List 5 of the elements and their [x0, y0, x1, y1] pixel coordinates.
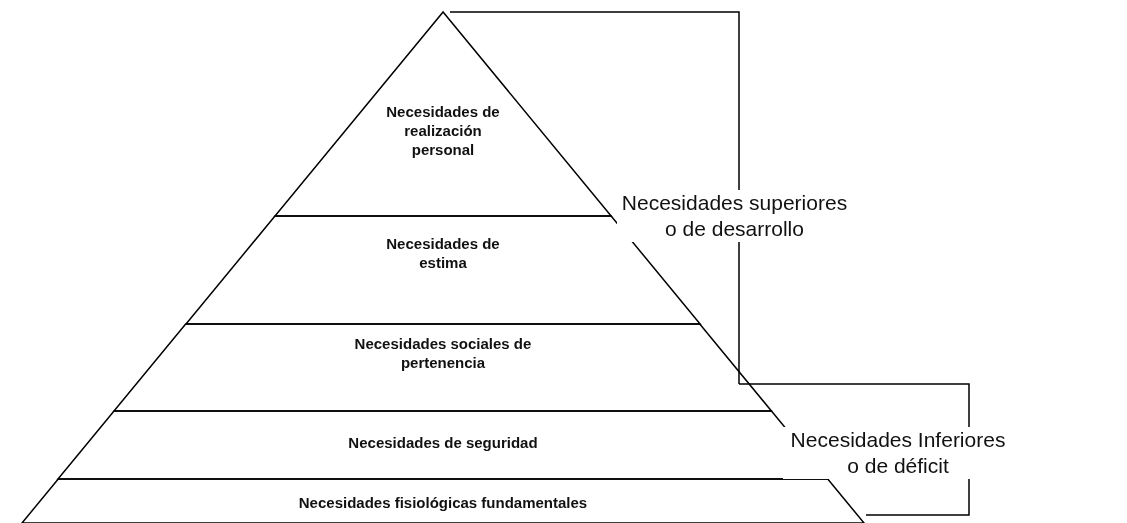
level-label: Necesidades de realización personal: [385, 102, 501, 159]
level-label: Necesidades sociales de pertenencia: [353, 334, 533, 372]
level-label: Necesidades de seguridad: [348, 433, 538, 452]
level-label: Necesidades de estima: [385, 234, 501, 272]
level-label: Necesidades fisiológicas fundamentales: [298, 493, 588, 512]
